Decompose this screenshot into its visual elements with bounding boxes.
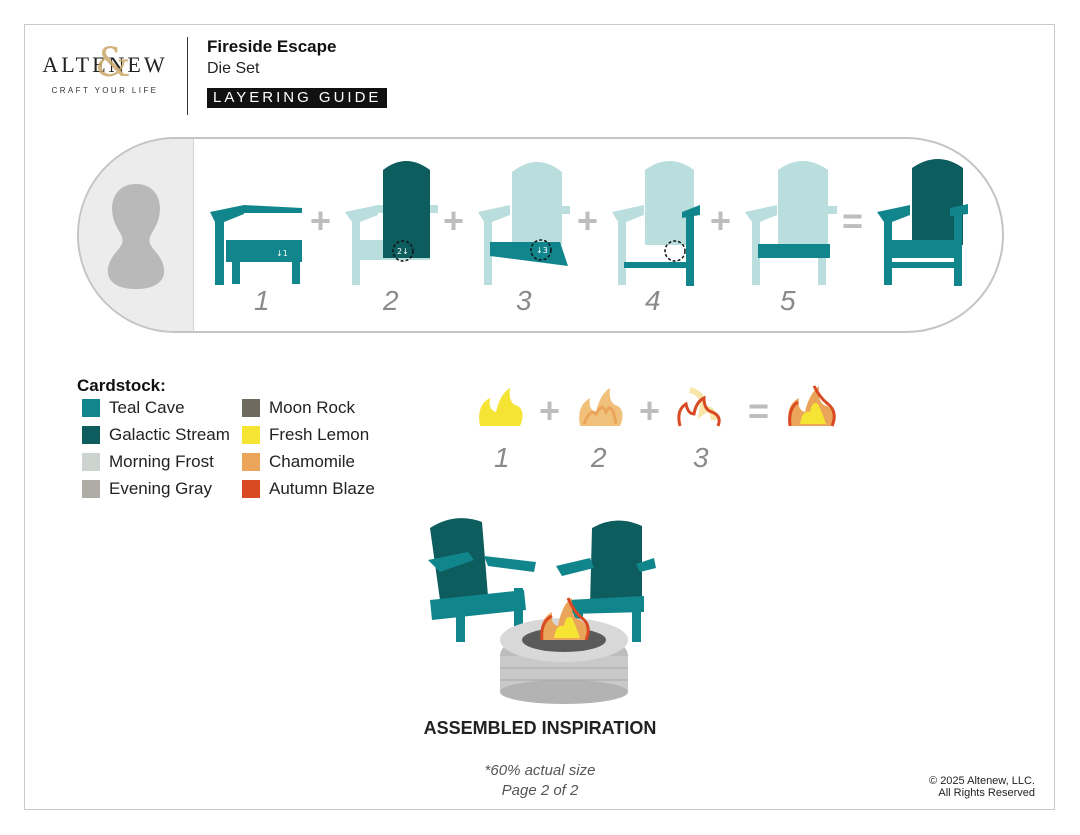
plus-sign: + — [443, 200, 465, 241]
cardstock-name: Moon Rock — [269, 398, 355, 417]
cardstock-name: Autumn Blaze — [269, 479, 375, 498]
copyright-text: © 2025 Altenew, LLC. — [929, 775, 1035, 787]
color-swatch — [82, 426, 100, 444]
chair-step-label-4: 4 — [645, 285, 661, 316]
layering-guide-badge: LAYERING GUIDE — [207, 88, 388, 108]
fire-step-label-1: 1 — [494, 442, 510, 473]
cardstock-name: Fresh Lemon — [269, 425, 370, 444]
cardstock-name: Evening Gray — [109, 479, 212, 498]
plus-sign: + — [310, 200, 332, 241]
fire-step-label-3: 3 — [693, 442, 709, 473]
cardstock-heading: Cardstock: — [77, 376, 166, 395]
chair-layering-panel — [77, 137, 1004, 333]
cardstock-name: Morning Frost — [109, 452, 214, 471]
brand-name: ALTENEW — [42, 52, 168, 77]
plus-sign: + — [577, 200, 599, 241]
plus-sign: + — [639, 390, 661, 431]
chair-step-label-1: 1 — [254, 285, 270, 316]
color-swatch — [82, 453, 100, 471]
cardstock-name: Chamomile — [269, 452, 355, 471]
color-swatch — [82, 399, 100, 417]
cardstock-name: Teal Cave — [109, 398, 185, 417]
cardstock-item: Evening Gray — [82, 479, 212, 499]
color-swatch — [242, 426, 260, 444]
cardstock-item: Teal Cave — [82, 398, 185, 418]
color-swatch — [82, 480, 100, 498]
equals-sign: = — [748, 390, 770, 431]
cardstock-name: Galactic Stream — [109, 425, 230, 444]
plus-sign: + — [539, 390, 561, 431]
page-frame — [24, 24, 1055, 810]
color-swatch — [242, 480, 260, 498]
cardstock-item: Moon Rock — [242, 398, 355, 418]
cardstock-item: Fresh Lemon — [242, 425, 369, 445]
rights-text: All Rights Reserved — [938, 787, 1035, 799]
ampersand-logo-mark: & — [95, 40, 131, 86]
die-shape-zone — [79, 139, 194, 331]
brand-tagline: CRAFT YOUR LIFE — [51, 86, 159, 95]
copyright-block: © 2025 Altenew, LLC. All Rights Reserved — [929, 775, 1035, 799]
cardstock-item: Morning Frost — [82, 452, 214, 472]
cardstock-item: Autumn Blaze — [242, 479, 375, 499]
chair-step-label-2: 2 — [383, 285, 399, 316]
product-title: Fireside Escape — [207, 37, 337, 56]
product-subtitle: Die Set — [207, 60, 260, 77]
color-swatch — [242, 453, 260, 471]
chair-step-label-5: 5 — [780, 285, 796, 316]
page-number: Page 2 of 2 — [501, 782, 579, 799]
assembled-heading: ASSEMBLED INSPIRATION — [423, 718, 657, 738]
equals-sign: = — [842, 200, 864, 241]
die-outline-icon — [107, 184, 165, 289]
scale-note: *60% actual size — [484, 762, 596, 779]
chair-step-label-3: 3 — [516, 285, 532, 316]
cardstock-item: Chamomile — [242, 452, 355, 472]
header-divider — [187, 37, 188, 115]
altenew-logo: & ALTENEW CRAFT YOUR LIFE — [40, 40, 170, 95]
plus-sign: + — [710, 200, 732, 241]
color-swatch — [242, 399, 260, 417]
cardstock-item: Galactic Stream — [82, 425, 230, 445]
fire-step-label-2: 2 — [591, 442, 607, 473]
